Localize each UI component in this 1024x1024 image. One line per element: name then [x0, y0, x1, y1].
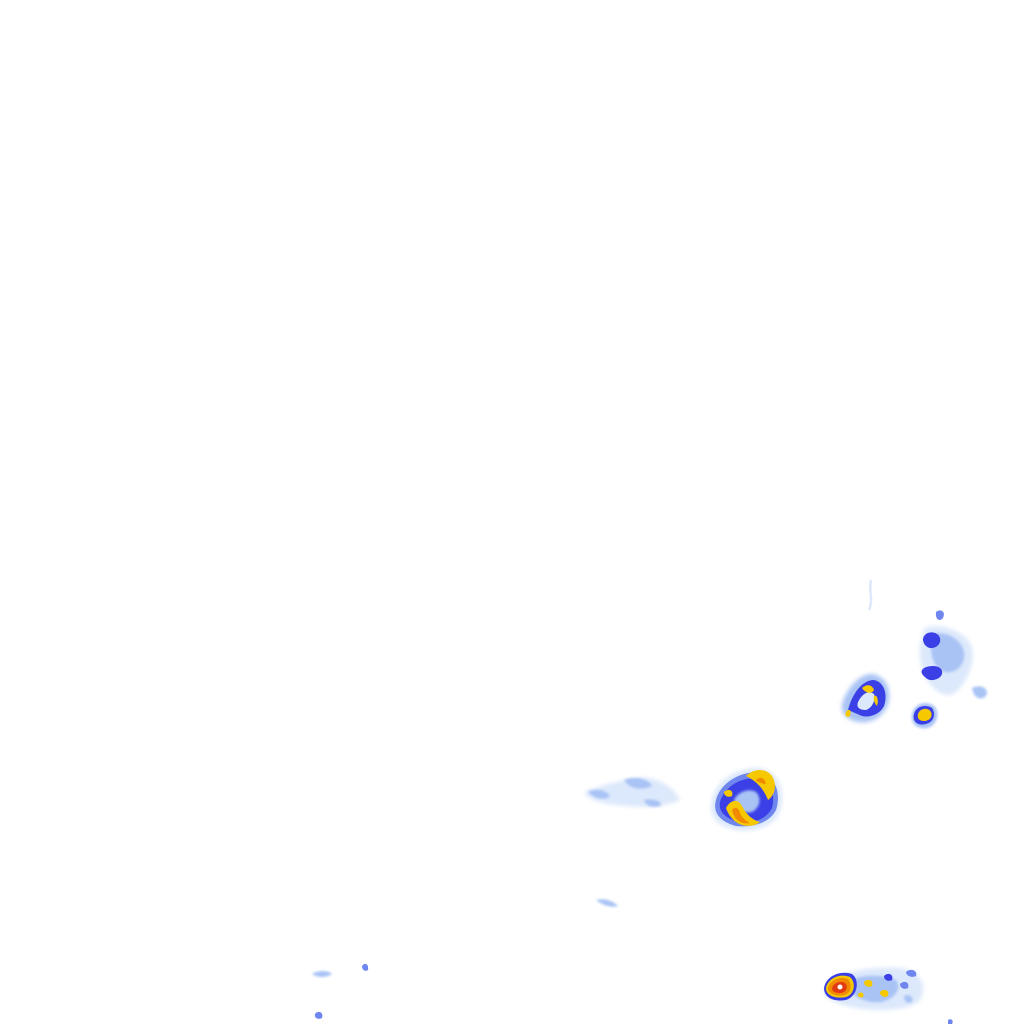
cell-central-storm — [711, 768, 782, 831]
cell-west-streak — [584, 777, 680, 807]
cell-southwest-specks — [312, 963, 369, 1019]
faint-streak-echo — [867, 579, 873, 611]
cell-southeast-storm — [824, 967, 953, 1024]
cell-small-yellow — [911, 703, 938, 729]
cell-crescent — [841, 674, 890, 723]
faint-echo-bottom-center — [596, 899, 618, 907]
cell-east-cluster — [919, 610, 987, 699]
